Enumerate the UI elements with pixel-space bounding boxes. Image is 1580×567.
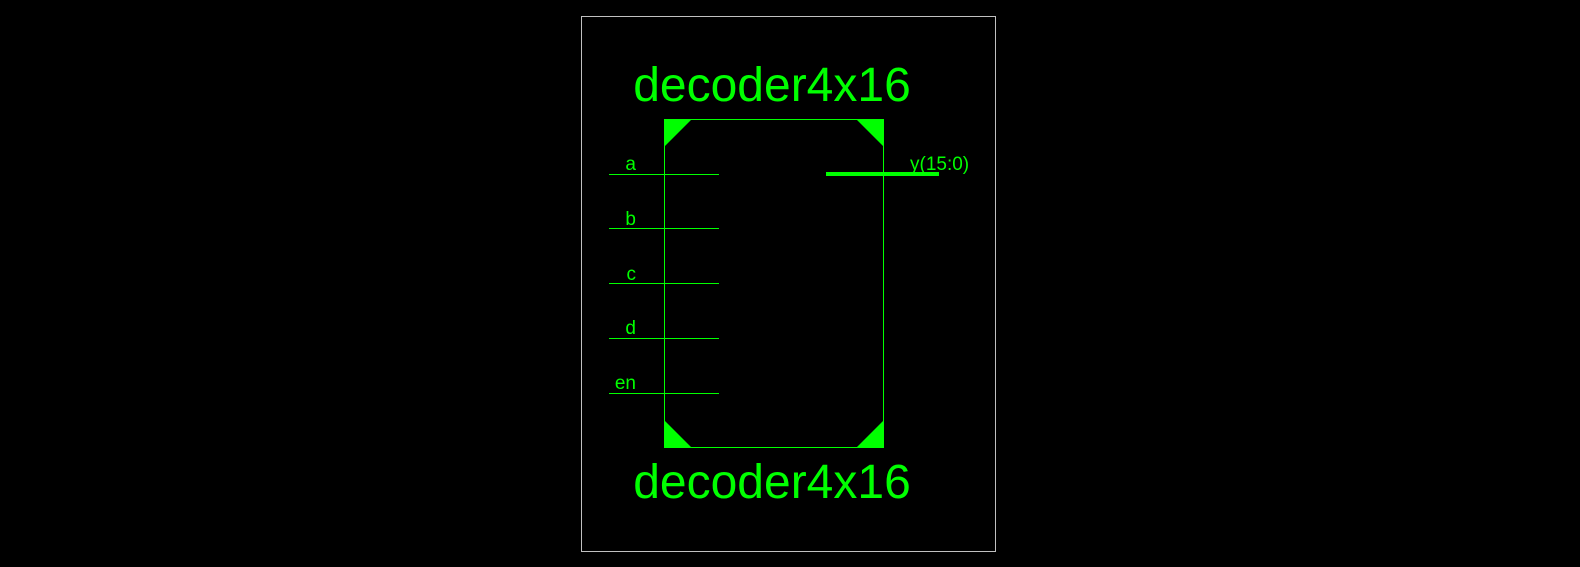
input-pin-label-c: c [627,264,637,285]
corner-marker-top-right [856,119,884,147]
corner-marker-bottom-right [856,420,884,448]
symbol-name-top: decoder4x16 [633,59,911,112]
corner-marker-bottom-left [664,420,692,448]
output-pin-label-y: y(15:0) [910,154,969,175]
symbol-frame [581,16,996,552]
input-pin-label-b: b [625,209,636,230]
corner-marker-top-left [664,119,692,147]
input-pin-label-en: en [615,373,636,394]
symbol-name-bottom: decoder4x16 [633,456,911,509]
input-pin-label-d: d [625,318,636,339]
input-pin-label-a: a [625,154,636,175]
